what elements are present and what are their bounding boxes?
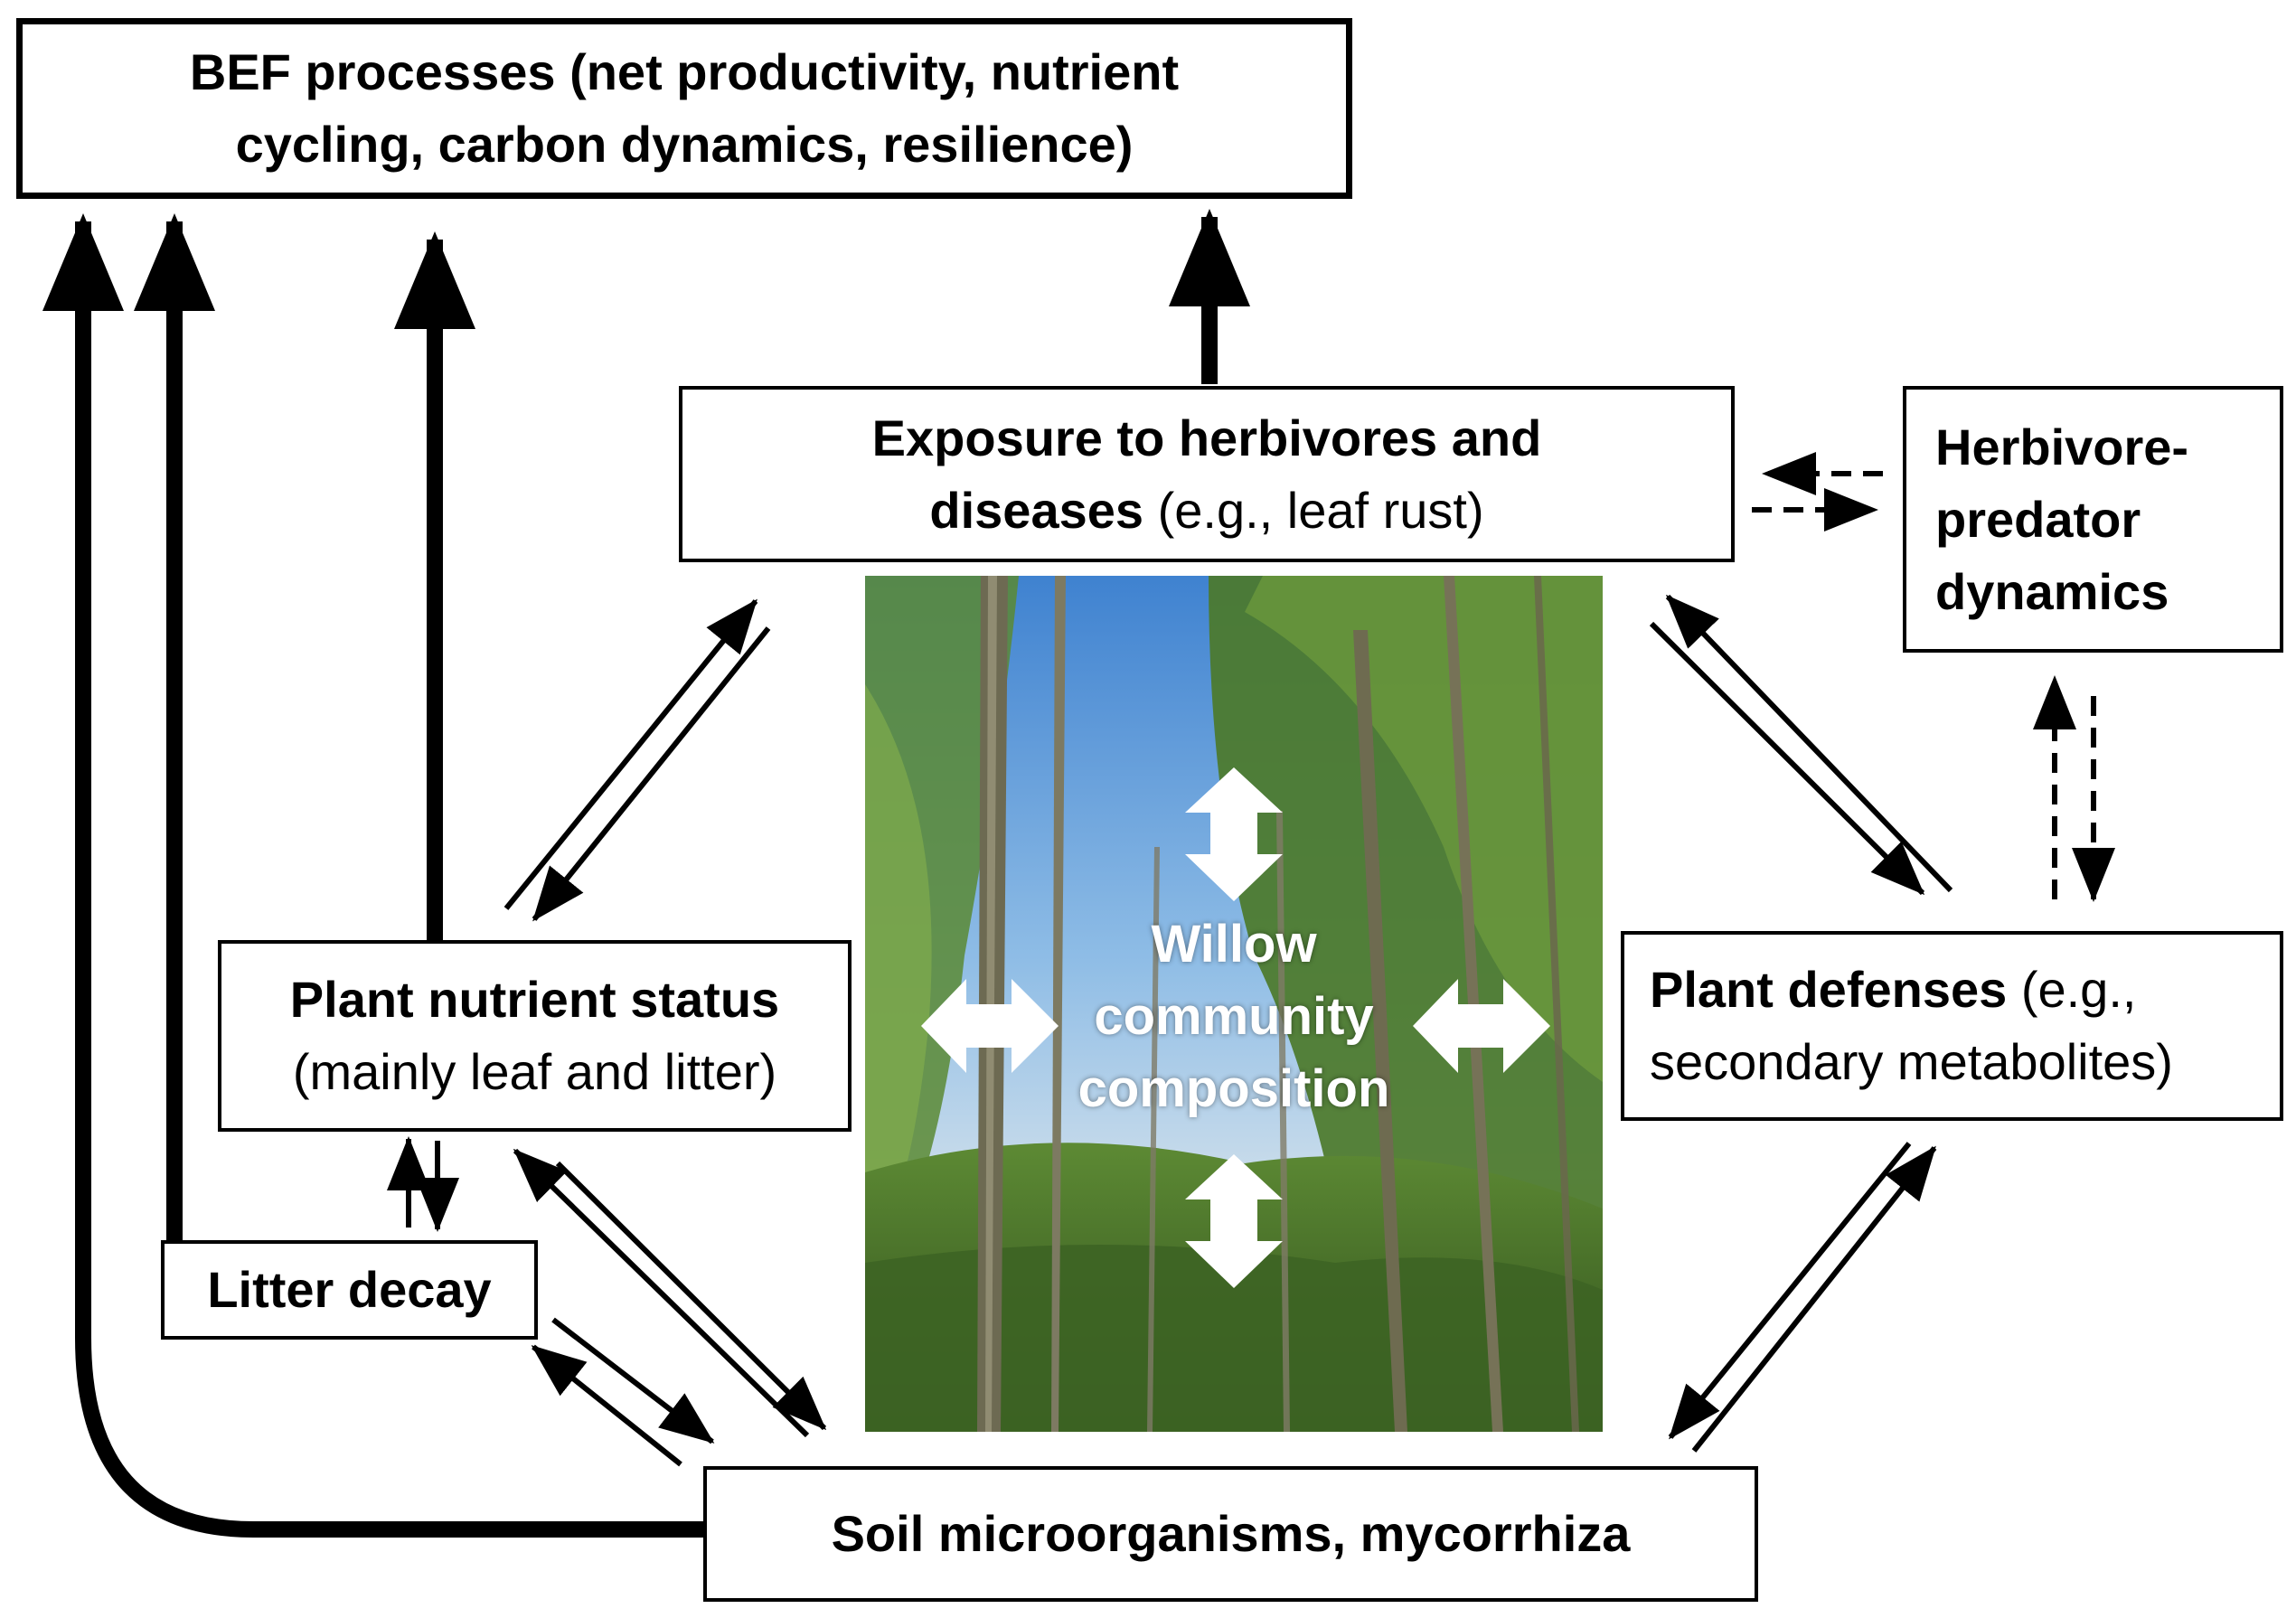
nutrient-line1: Plant nutrient status	[289, 971, 780, 1028]
defenses-line1-bold: Plant defenses	[1650, 961, 2008, 1018]
willow-stand-photo	[865, 576, 1603, 1432]
exposure-line2-bold: diseases	[929, 481, 1144, 539]
soil-line1: Soil microorganisms, mycorrhiza	[831, 1505, 1631, 1562]
bef-line2: cycling, carbon dynamics, resilience)	[235, 116, 1134, 173]
soil-to-defenses-arrow	[1691, 1145, 1937, 1453]
bef-processes-box: BEF processes (net productivity, nutrien…	[16, 18, 1352, 199]
center-label-line2: community	[1094, 987, 1374, 1046]
exposure-line1: Exposure to herbivores and	[871, 409, 1542, 466]
left-right-arrow-left	[921, 979, 1059, 1073]
center-label-line1: Willow	[1151, 915, 1317, 974]
nutrient-line2: (mainly leaf and litter)	[292, 1043, 777, 1100]
soil-to-litter-arrow	[531, 1344, 682, 1467]
left-right-arrow-right	[1413, 979, 1550, 1073]
litter-to-soil-arrow	[551, 1317, 715, 1444]
exposure-to-nutrient-arrow	[532, 626, 771, 922]
litter-decay-box: Litter decay	[161, 1240, 538, 1340]
defenses-to-soil-arrow	[1668, 1142, 1912, 1440]
nutrient-to-exposure-arrow	[503, 598, 758, 910]
exposure-box: Exposure to herbivores and diseases (e.g…	[679, 386, 1735, 562]
herbivore-line2: predator	[1935, 490, 2141, 548]
defenses-to-exposure-arrow	[1665, 594, 1953, 893]
litter-line1: Litter decay	[207, 1261, 492, 1318]
exposure-to-defenses-arrow	[1649, 621, 1925, 896]
soil-microorganisms-box: Soil microorganisms, mycorrhiza	[703, 1466, 1758, 1602]
soil-to-bef-arrow	[42, 213, 705, 1538]
bef-line1: BEF processes (net productivity, nutrien…	[189, 43, 1180, 100]
herbivore-line1: Herbivore-	[1935, 418, 2189, 475]
soil-to-nutrient-arrow	[513, 1148, 810, 1438]
up-down-arrow-top	[1185, 767, 1283, 901]
defenses-line1-rest: (e.g.,	[2007, 961, 2137, 1018]
plant-defenses-box: Plant defenses (e.g., secondary metaboli…	[1621, 931, 2283, 1121]
herbivore-predator-box: Herbivore- predator dynamics	[1903, 386, 2283, 653]
exposure-line2-rest: (e.g., leaf rust)	[1143, 481, 1484, 539]
center-label-line3: composition	[1077, 1059, 1390, 1118]
plant-nutrient-box: Plant nutrient status (mainly leaf and l…	[218, 940, 852, 1132]
herbivore-line3: dynamics	[1935, 562, 2169, 620]
defenses-line2: secondary metabolites)	[1650, 1033, 2173, 1090]
nutrient-to-soil-arrow	[555, 1161, 827, 1431]
up-down-arrow-bottom	[1185, 1154, 1283, 1288]
willow-composition-label: Willow community composition	[865, 908, 1603, 1125]
